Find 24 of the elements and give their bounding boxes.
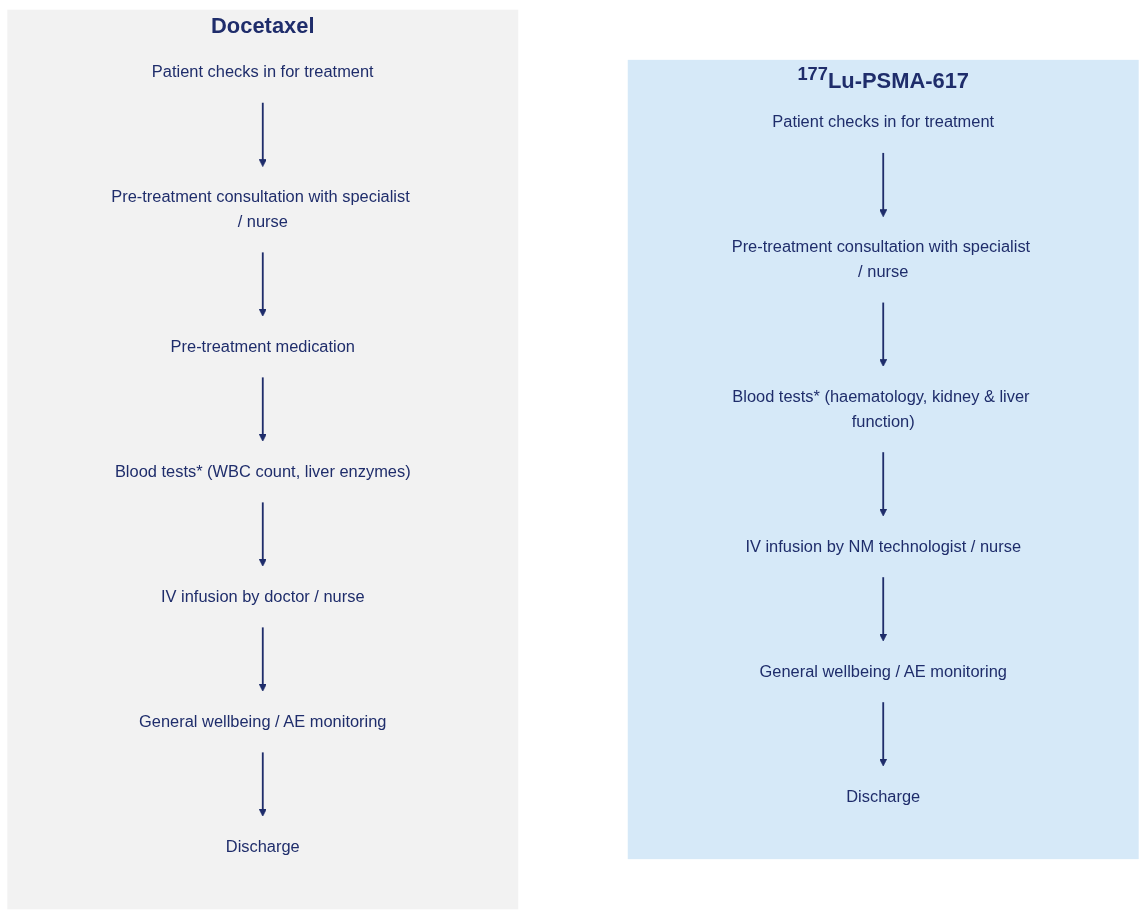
node-text: Patient checks in for treatment [151,62,374,81]
arrow [258,501,267,567]
arrow [258,626,267,692]
node-text: Pre-treatment medication [170,337,355,356]
arrow [258,751,267,817]
node-text: Patient checks in for treatment [772,112,995,132]
node-text: Pre-treatment consultation with specialist / nurse [111,187,410,231]
node-text: General wellbeing / AE monitoring [759,662,1007,681]
arrow [879,701,888,767]
arrow [258,251,267,317]
arrow [879,451,888,517]
node-text: Blood tests* (WBC count, liver enzymes) [114,462,411,481]
node-text: IV infusion by NM technologist / nurse [745,537,1022,556]
node-text: Blood tests* (haematology, kidney & liver function) [732,387,1030,431]
node-text: General wellbeing / AE monitoring [139,712,387,731]
arrow [258,376,267,442]
node-text: IV infusion by doctor / nurse [160,587,365,606]
node-text: Pre-treatment consultation with specialist / nurse [731,237,1031,281]
arrow [879,152,888,218]
arrow [879,576,888,642]
arrow [258,101,267,167]
node-text: Discharge [225,837,300,856]
arrow [879,301,888,367]
node-text: Discharge [846,787,921,806]
